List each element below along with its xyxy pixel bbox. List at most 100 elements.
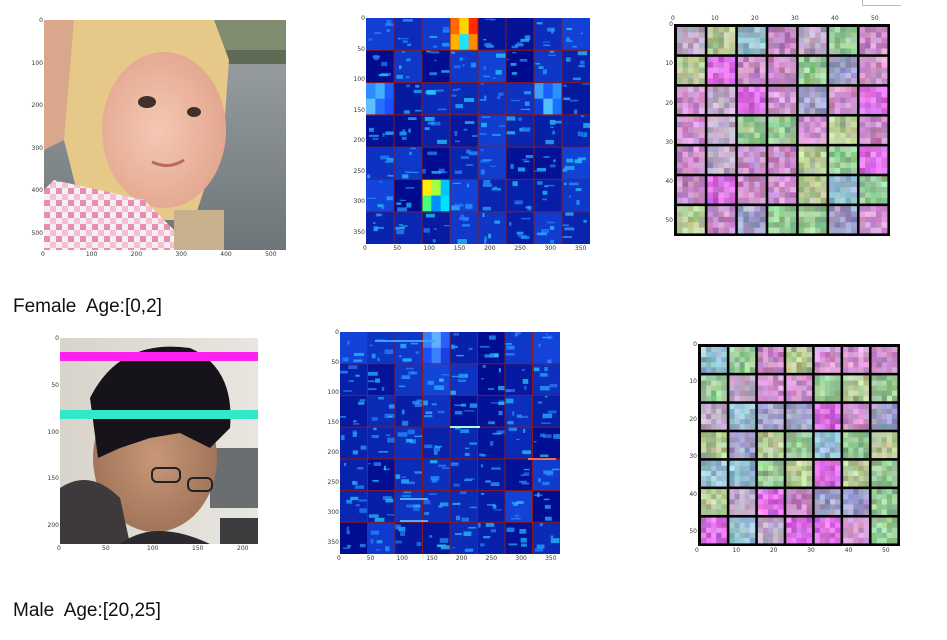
conv-filter-tile [707, 146, 736, 174]
photo-x-tick-label: 100 [85, 251, 98, 258]
feature-map-tile [450, 490, 478, 523]
conv-filter-tile [814, 432, 841, 459]
feature-map-tile [477, 332, 505, 364]
feature-map-tile [367, 363, 395, 396]
feature-map-tile [477, 427, 506, 459]
photo-x-tick-label: 300 [175, 251, 187, 258]
filter-x-tick-label: 30 [791, 15, 799, 22]
filter-grid-male [698, 344, 900, 546]
conv-filter-tile [871, 403, 898, 430]
feature-map-tile [367, 395, 398, 428]
conv-filter-tile [768, 206, 797, 234]
feature-map-tile [534, 18, 562, 51]
feature-x-tick-label: 150 [453, 245, 466, 252]
conv-filter-tile [786, 489, 813, 515]
feature-map-tile [394, 18, 422, 51]
feature-map-tile [532, 395, 560, 428]
filter-svg-male [698, 344, 900, 546]
feature-map-tile [395, 522, 423, 554]
feature-map-tile [450, 332, 478, 364]
feature-x-tick-label: 50 [393, 245, 401, 252]
conv-filter-tile [729, 347, 756, 373]
feature-y-tick-label: 100 [353, 76, 365, 84]
conv-filter-tile [786, 517, 813, 544]
feature-map-tile [394, 147, 422, 180]
feature-map-tile [366, 211, 394, 244]
filter-x-tick-label: 50 [871, 15, 879, 22]
filter-y-tick-label: 30 [665, 138, 673, 146]
photo-y-tick-label: 500 [31, 229, 43, 237]
conv-filter-tile [737, 116, 766, 144]
feature-map-tile [562, 114, 590, 148]
filter-y-tick-label: 50 [665, 217, 673, 225]
feature-map-svg-male [340, 332, 560, 554]
photo-x-tick-label: 200 [237, 545, 249, 552]
conv-filter-tile [768, 146, 797, 174]
filter-x-tick-label: 20 [769, 547, 778, 554]
filter-grid-female [674, 24, 890, 236]
magenta-highlight-bar [60, 352, 258, 361]
conv-filter-tile [701, 489, 727, 515]
feature-map-hot-tile [534, 82, 563, 116]
feature-map-tile [450, 82, 478, 115]
conv-filter-tile [757, 403, 784, 430]
conv-filter-tile [814, 460, 841, 487]
feature-y-tick-label: 350 [353, 228, 365, 236]
filter-x-tick-label: 40 [844, 547, 853, 554]
photo-x-tick-label: 100 [147, 545, 159, 552]
conv-filter-tile [737, 56, 766, 85]
conv-filter-tile [859, 56, 888, 85]
feature-map-tile [422, 114, 450, 148]
feature-map-tile [395, 363, 423, 396]
conv-filter-tile [859, 146, 888, 174]
feature-map-tile [506, 179, 534, 212]
conv-filter-tile [829, 176, 857, 204]
feature-y-tick-label: 200 [327, 449, 339, 456]
conv-filter-tile [701, 460, 727, 487]
conv-filter-tile [737, 206, 766, 234]
feature-y-tick-label: 100 [327, 389, 339, 396]
feature-map-grid-female [366, 18, 590, 244]
conv-filter-tile [843, 347, 869, 373]
conv-filter-tile [677, 56, 705, 85]
filter-y-tick-label: 10 [665, 60, 673, 68]
conv-filter-tile [707, 56, 736, 85]
feature-map-tile [394, 211, 422, 244]
feature-map-tile [422, 18, 452, 51]
feature-x-tick-label: 350 [574, 245, 587, 252]
photo-x-tick-label: 500 [265, 251, 277, 258]
feature-map-tile [366, 50, 394, 83]
feature-map-hot-tile [422, 179, 451, 213]
feature-activation-streak [400, 498, 428, 500]
feature-y-tick-label: 150 [353, 106, 365, 114]
conv-filter-tile [798, 86, 827, 114]
male-photo-frame [60, 338, 258, 544]
feature-map-tile [477, 363, 505, 396]
feature-map-tile [340, 427, 368, 459]
conv-filter-tile [729, 489, 756, 515]
photo-x-tick-label: 50 [102, 545, 110, 552]
conv-filter-tile [677, 86, 705, 114]
feature-x-tick-label: 250 [485, 555, 498, 562]
photo-x-tick-label: 400 [220, 251, 232, 258]
feature-y-tick-label: 250 [327, 479, 339, 486]
feature-map-grid-male [340, 332, 560, 554]
conv-filter-tile [843, 403, 869, 430]
photo-y-tick-label: 400 [31, 187, 43, 195]
feature-map-tile [532, 427, 560, 459]
conv-filter-tile [757, 375, 784, 402]
conv-filter-tile [729, 375, 756, 402]
feature-x-tick-label: 150 [426, 555, 438, 562]
conv-filter-tile [871, 460, 898, 487]
feature-map-tile [395, 490, 423, 523]
feature-activation-streak [400, 520, 428, 522]
filter-x-tick-label: 30 [807, 547, 815, 554]
conv-filter-tile [768, 27, 797, 55]
feature-map-tile [450, 363, 478, 396]
conv-filter-tile [871, 517, 898, 544]
